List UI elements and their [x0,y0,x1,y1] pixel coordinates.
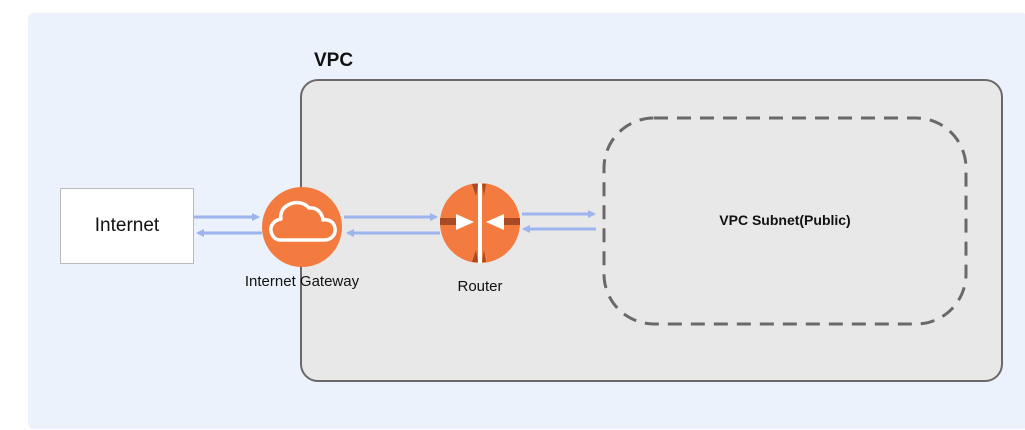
router-label: Router [457,278,503,295]
router-icon [440,183,520,263]
router-node [440,183,520,263]
gateway-router-link [344,213,440,237]
cloud-icon [269,200,337,242]
internet-label: Internet [94,215,160,236]
subnet-label: VPC Subnet(Public) [719,212,851,228]
internet-gateway-node [262,187,342,267]
internet-gateway-link [194,213,262,237]
vpc-container [300,79,1003,382]
internet-node: Internet [60,188,194,264]
subnet-boundary [602,116,968,326]
router-subnet-link [522,210,596,233]
gateway-label: Internet Gateway [244,273,360,290]
vpc-title: VPC [314,50,354,71]
